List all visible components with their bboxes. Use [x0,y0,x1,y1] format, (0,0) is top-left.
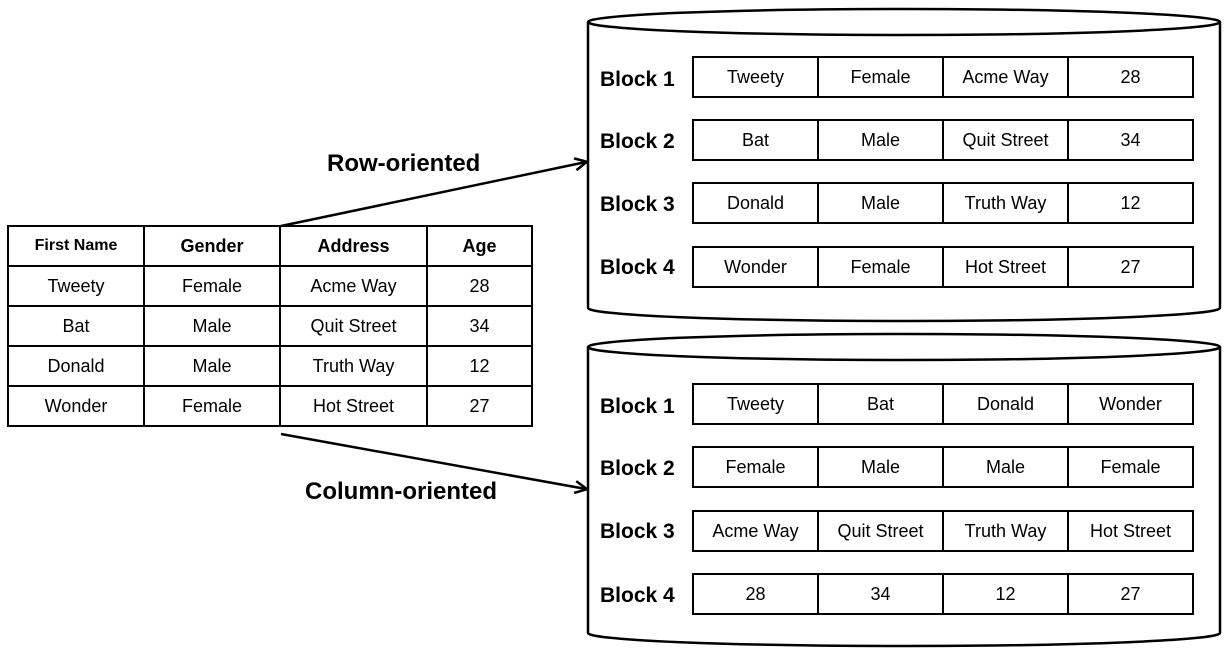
table-cell: Donald [7,345,145,387]
block-cell: Tweety [692,56,819,98]
block-cell: Bat [692,119,819,161]
table-cell: Truth Way [279,345,428,387]
block-cell: Acme Way [942,56,1069,98]
block-cell: Male [817,119,944,161]
row-oriented-arrow [280,162,586,228]
block-cell: Female [817,246,944,288]
block-label: Block 2 [600,457,675,480]
table-row: Tweety Female Acme Way 28 [7,265,533,307]
block-label: Block 3 [600,193,675,216]
block-cell: Quit Street [817,510,944,552]
block-label: Block 1 [600,68,675,91]
table-cell: 12 [426,345,533,387]
block-cell: Wonder [1067,383,1194,425]
table-row: Donald Male Truth Way 12 [7,345,533,387]
block-cell: Hot Street [1067,510,1194,552]
block-row: Wonder Female Hot Street 27 [692,246,1194,288]
header-age: Age [426,225,533,267]
table-row: Wonder Female Hot Street 27 [7,385,533,427]
block-cell: Hot Street [942,246,1069,288]
block-label: Block 4 [600,584,675,607]
block-cell: 34 [817,573,944,615]
block-cell: 12 [1067,182,1194,224]
column-oriented-arrow [280,432,586,489]
block-cell: Tweety [692,383,819,425]
column-oriented-label: Column-oriented [305,478,497,505]
block-cell: Acme Way [692,510,819,552]
row-oriented-label: Row-oriented [327,150,481,177]
block-cell: 27 [1067,246,1194,288]
table-cell: Tweety [7,265,145,307]
source-table: First Name Gender Address Age Tweety Fem… [7,225,533,427]
block-row: Acme Way Quit Street Truth Way Hot Stree… [692,510,1194,552]
table-cell: 28 [426,265,533,307]
block-cell: Male [817,446,944,488]
block-cell: Female [692,446,819,488]
table-cell: 34 [426,305,533,347]
table-header-row: First Name Gender Address Age [7,225,533,267]
block-cell: 27 [1067,573,1194,615]
table-cell: Female [143,385,281,427]
table-cell: Male [143,305,281,347]
table-cell: 27 [426,385,533,427]
table-cell: Quit Street [279,305,428,347]
block-label: Block 2 [600,130,675,153]
block-cell: Bat [817,383,944,425]
header-gender: Gender [143,225,281,267]
table-cell: Female [143,265,281,307]
table-row: Bat Male Quit Street 34 [7,305,533,347]
block-row: Bat Male Quit Street 34 [692,119,1194,161]
block-cell: 28 [692,573,819,615]
block-cell: Female [817,56,944,98]
block-row: Donald Male Truth Way 12 [692,182,1194,224]
block-row: Female Male Male Female [692,446,1194,488]
block-cell: 28 [1067,56,1194,98]
header-address: Address [279,225,428,267]
table-cell: Male [143,345,281,387]
block-cell: Donald [692,182,819,224]
block-cell: Quit Street [942,119,1069,161]
block-cell: 12 [942,573,1069,615]
block-cell: Truth Way [942,510,1069,552]
block-row: Tweety Bat Donald Wonder [692,383,1194,425]
block-cell: Wonder [692,246,819,288]
table-cell: Hot Street [279,385,428,427]
block-cell: Male [817,182,944,224]
block-cell: Male [942,446,1069,488]
block-label: Block 1 [600,395,675,418]
table-cell: Wonder [7,385,145,427]
block-label: Block 4 [600,256,675,279]
header-first-name: First Name [7,225,145,267]
block-row: 28 34 12 27 [692,573,1194,615]
block-cell: 34 [1067,119,1194,161]
block-cell: Female [1067,446,1194,488]
block-row: Tweety Female Acme Way 28 [692,56,1194,98]
table-cell: Acme Way [279,265,428,307]
block-cell: Truth Way [942,182,1069,224]
table-cell: Bat [7,305,145,347]
block-label: Block 3 [600,520,675,543]
block-cell: Donald [942,383,1069,425]
